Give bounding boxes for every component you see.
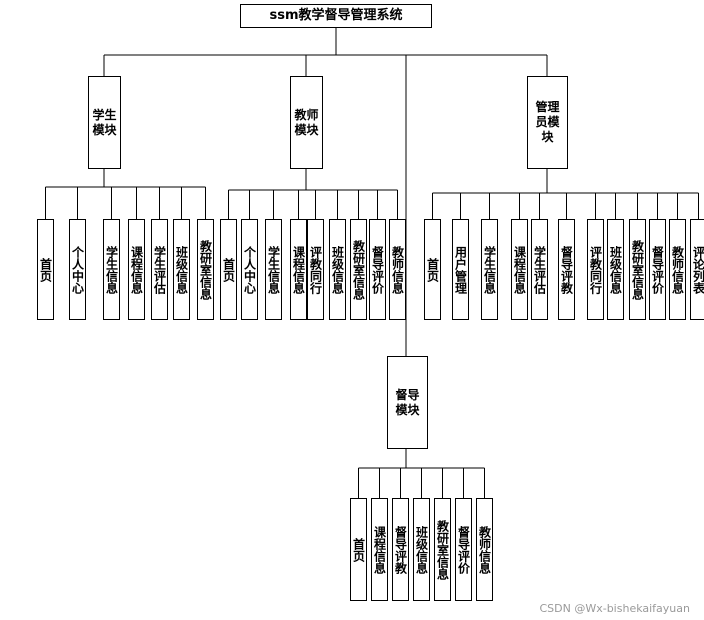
- teacher-leaf-box: 教师信息: [389, 219, 406, 320]
- admin-leaf-box: 首页: [424, 219, 441, 320]
- admin-leaf-box: 学生信息: [481, 219, 498, 320]
- student-leaf-box: 学生信息: [103, 219, 120, 320]
- student-leaf-box: 班级信息: [173, 219, 190, 320]
- admin-leaf-box: 教研室信息: [629, 219, 646, 320]
- supervisor-leaf-box: 首页: [350, 498, 367, 601]
- teacher-leaf-box: 督导评价: [369, 219, 386, 320]
- teacher-leaf-box: 个人中心: [241, 219, 258, 320]
- teacher-module-box: 教师模块: [290, 76, 323, 169]
- watermark: CSDN @Wx-bishekaifayuan: [539, 602, 690, 615]
- supervisor-leaf-box: 班级信息: [413, 498, 430, 601]
- teacher-leaf-box: 首页: [220, 219, 237, 320]
- student-leaf-box: 教研室信息: [197, 219, 214, 320]
- admin-leaf-box: 班级信息: [607, 219, 624, 320]
- admin-leaf-box: 教师信息: [669, 219, 686, 320]
- teacher-leaf-box: 学生信息: [265, 219, 282, 320]
- teacher-leaf-box: 课程信息: [290, 219, 307, 320]
- admin-leaf-box: 课程信息: [511, 219, 528, 320]
- admin-leaf-box: 评教同行: [587, 219, 604, 320]
- student-leaf-box: 学生评估: [151, 219, 168, 320]
- student-leaf-box: 课程信息: [128, 219, 145, 320]
- student-module-box: 学生模块: [88, 76, 121, 169]
- supervisor-leaf-box: 教研室信息: [434, 498, 451, 601]
- supervisor-leaf-box: 课程信息: [371, 498, 388, 601]
- supervisor-leaf-box: 教师信息: [476, 498, 493, 601]
- admin-leaf-box: 督导评教: [558, 219, 575, 320]
- student-leaf-box: 首页: [37, 219, 54, 320]
- supervisor-leaf-box: 督导评教: [392, 498, 409, 601]
- admin-leaf-box: 评论列表: [690, 219, 704, 320]
- supervisor-leaf-box: 督导评价: [455, 498, 472, 601]
- teacher-leaf-box: 班级信息: [329, 219, 346, 320]
- admin-leaf-box: 用户管理: [452, 219, 469, 320]
- admin-module-box: 管理员模块: [527, 76, 568, 169]
- supervisor-module-box: 督导模块: [387, 356, 428, 449]
- teacher-leaf-box: 教研室信息: [350, 219, 367, 320]
- teacher-leaf-box: 评教同行: [307, 219, 324, 320]
- admin-leaf-box: 督导评价: [649, 219, 666, 320]
- admin-leaf-box: 学生评估: [531, 219, 548, 320]
- student-leaf-box: 个人中心: [69, 219, 86, 320]
- system-title-box: ssm教学督导管理系统: [240, 4, 432, 28]
